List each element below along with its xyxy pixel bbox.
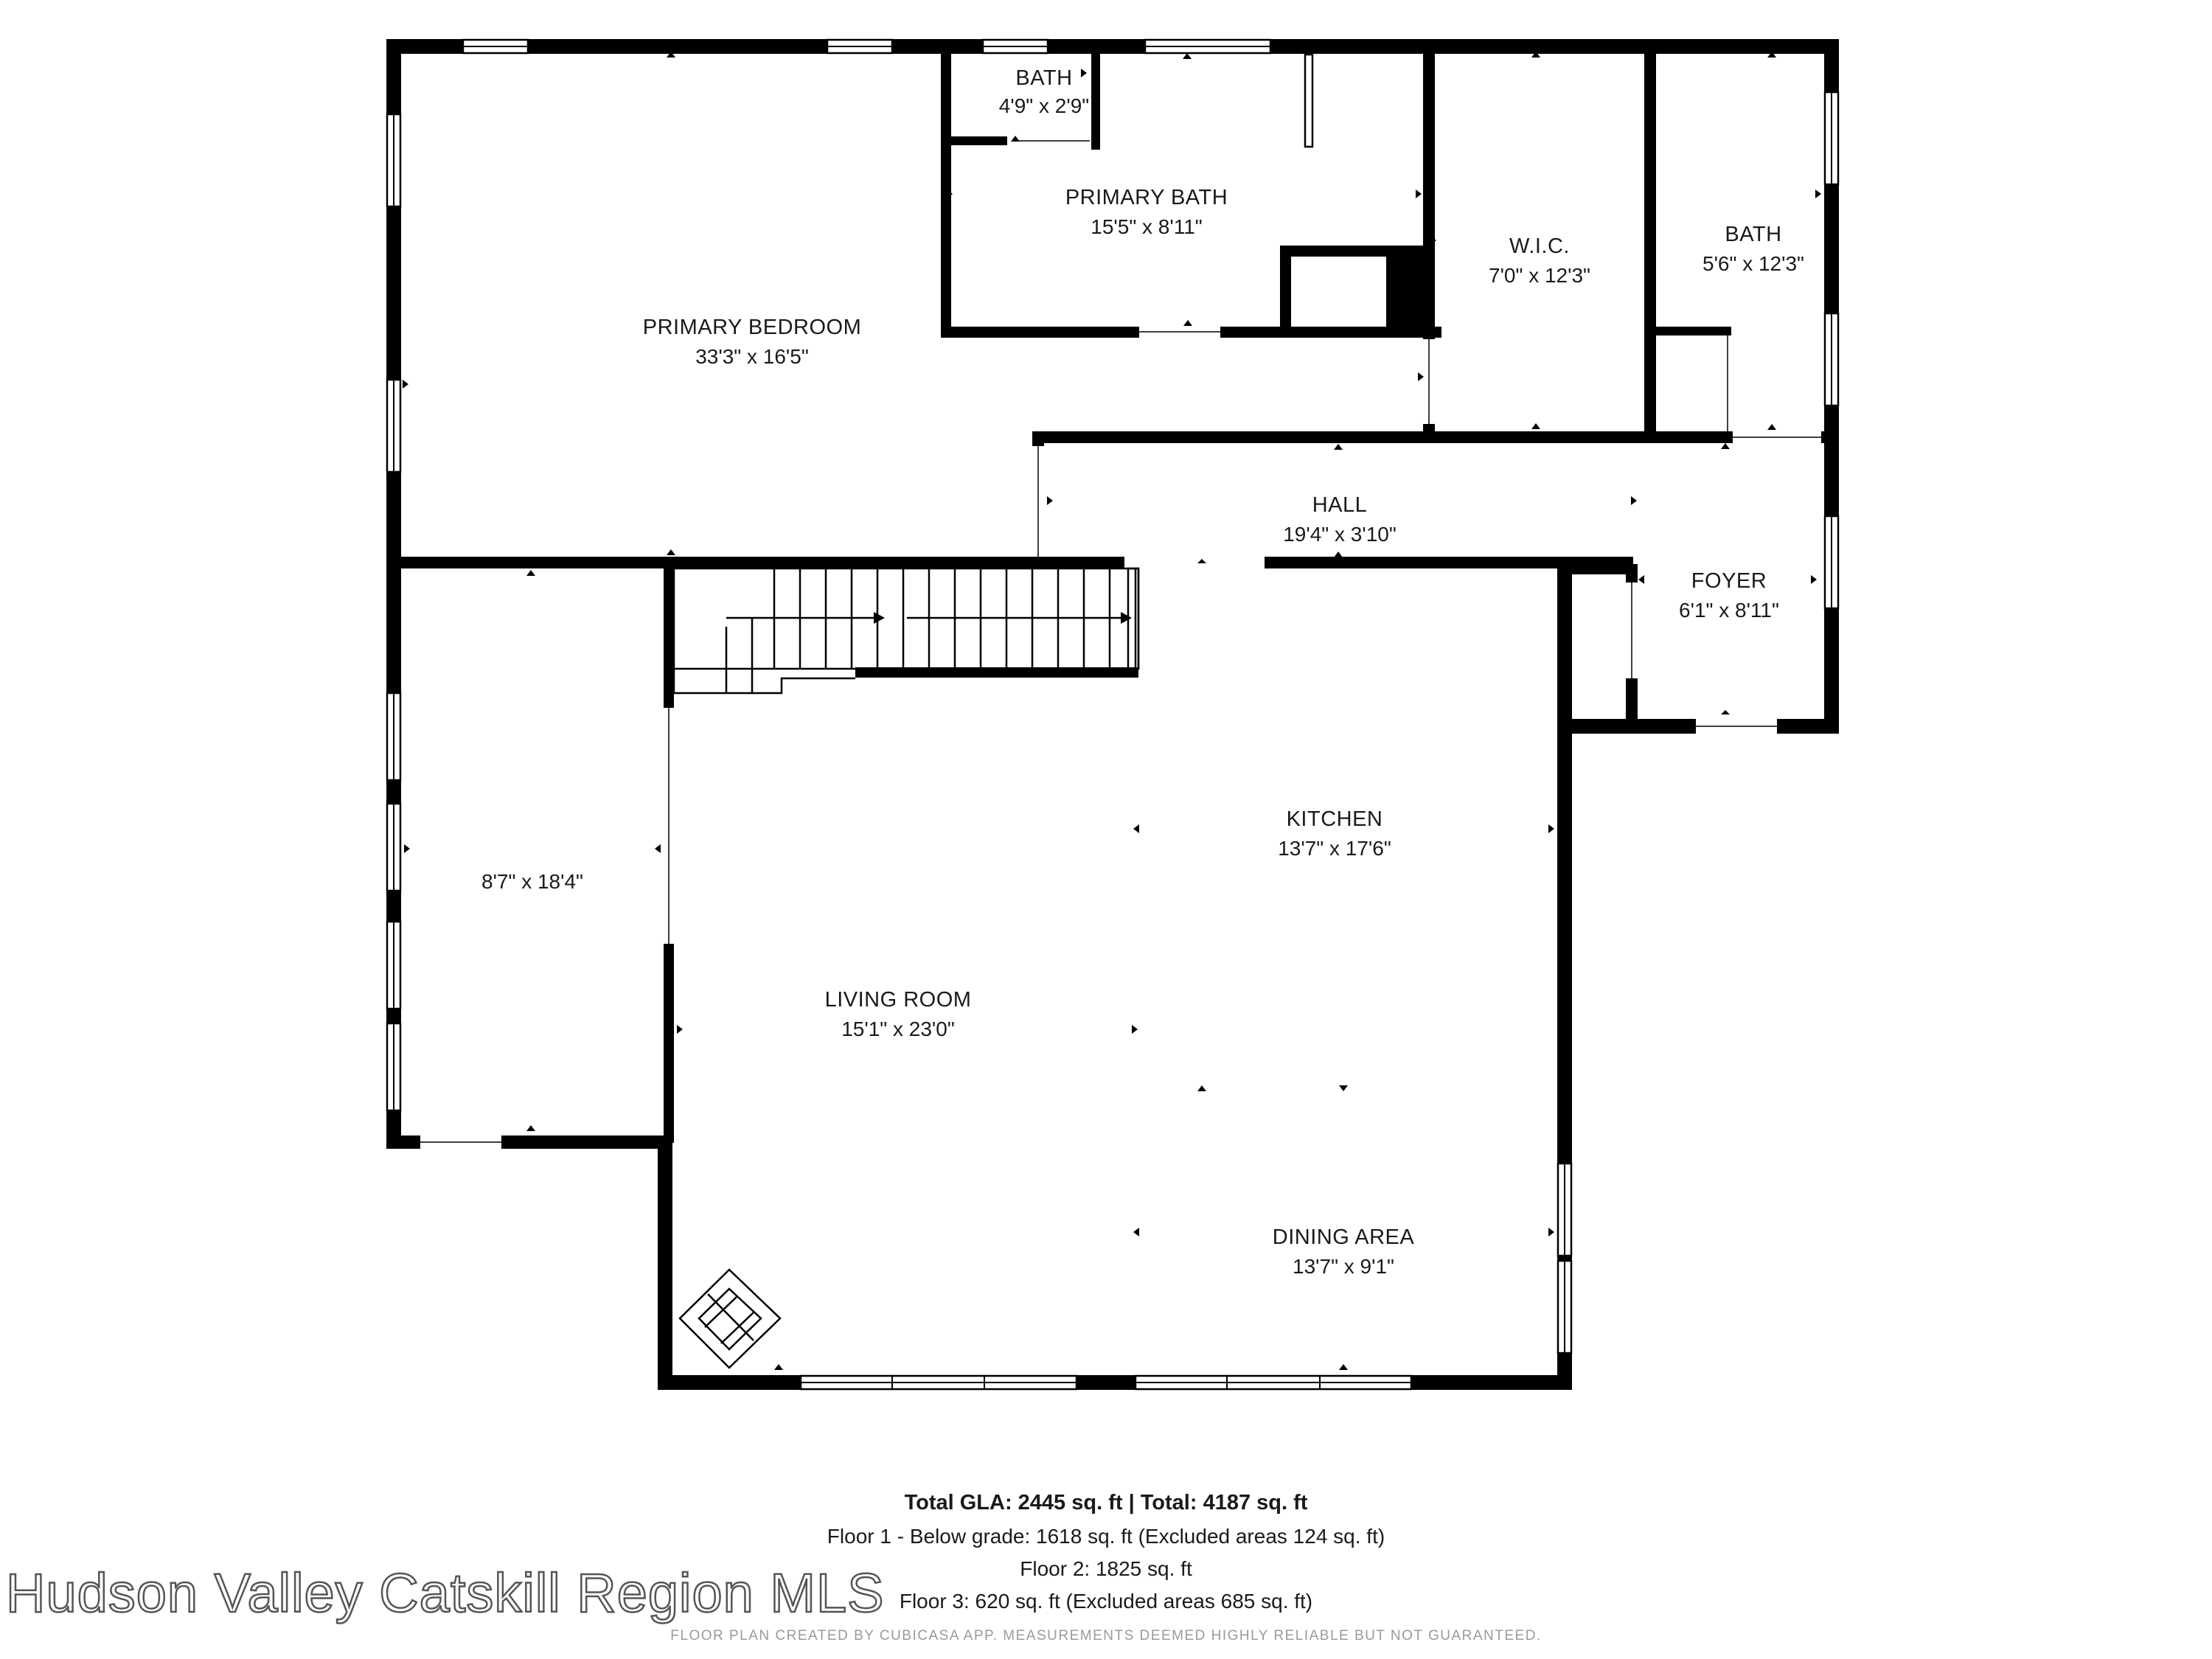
room-dimensions: 8'7" x 18'4" — [481, 870, 583, 893]
direction-markers — [403, 52, 1821, 1370]
walls — [386, 39, 1839, 1390]
room-name: HALL — [1312, 493, 1368, 517]
room-name: PRIMARY BEDROOM — [643, 316, 861, 339]
room-dimensions: 4'9" x 2'9" — [999, 94, 1089, 117]
disclaimer: FLOOR PLAN CREATED BY CUBICASA APP. MEAS… — [670, 1628, 1542, 1644]
room-name: BATH — [1015, 66, 1072, 90]
room-label-wic: W.I.C. 7'0" x 12'3" — [1489, 234, 1590, 287]
room-label-primary-bath: PRIMARY BATH 15'5" x 8'11" — [1065, 186, 1228, 238]
room-dimensions: 13'7" x 9'1" — [1293, 1255, 1394, 1278]
room-label-dining-area: DINING AREA 13'7" x 9'1" — [1273, 1225, 1415, 1278]
fireplace-icon — [678, 1268, 782, 1369]
area-floor-1: Floor 1 - Below grade: 1618 sq. ft (Excl… — [827, 1525, 1385, 1548]
room-label-hall: HALL 19'4" x 3'10" — [1283, 493, 1397, 546]
area-total: Total GLA: 2445 sq. ft | Total: 4187 sq.… — [904, 1491, 1308, 1514]
room-label-bath-small: BATH 4'9" x 2'9" — [999, 66, 1089, 117]
room-dimensions: 15'1" x 23'0" — [841, 1018, 955, 1040]
room-name: LIVING ROOM — [825, 988, 972, 1012]
area-floor-2: Floor 2: 1825 sq. ft — [1020, 1557, 1192, 1580]
room-label-kitchen: KITCHEN 13'7" x 17'6" — [1278, 807, 1391, 860]
room-name: PRIMARY BATH — [1065, 186, 1228, 209]
room-name: KITCHEN — [1287, 807, 1383, 831]
room-dimensions: 33'3" x 16'5" — [695, 345, 809, 368]
room-label-foyer: FOYER 6'1" x 8'11" — [1679, 569, 1779, 622]
door-openings — [420, 136, 1821, 1149]
room-dimensions: 13'7" x 17'6" — [1278, 837, 1391, 860]
room-dimensions: 6'1" x 8'11" — [1679, 599, 1779, 622]
staircase — [672, 567, 1140, 695]
room-dimensions: 5'6" x 12'3" — [1703, 252, 1804, 275]
room-dimensions: 7'0" x 12'3" — [1489, 264, 1590, 287]
mls-watermark: Hudson Valley Catskill Region MLS — [5, 1562, 885, 1625]
room-dimensions: 19'4" x 3'10" — [1283, 523, 1397, 546]
room-name: W.I.C. — [1509, 234, 1570, 258]
room-label-living-room: LIVING ROOM 15'1" x 23'0" — [825, 988, 972, 1040]
room-name: BATH — [1725, 223, 1781, 246]
room-label-bath-right: BATH 5'6" x 12'3" — [1703, 223, 1804, 275]
room-name: DINING AREA — [1273, 1225, 1415, 1249]
area-floor-3: Floor 3: 620 sq. ft (Excluded areas 685 … — [899, 1590, 1313, 1613]
room-label-primary-bedroom: PRIMARY BEDROOM 33'3" x 16'5" — [643, 316, 861, 368]
room-label-unnamed: 8'7" x 18'4" — [481, 870, 583, 893]
windows — [386, 38, 1840, 1391]
room-dimensions: 15'5" x 8'11" — [1091, 215, 1202, 238]
room-name: FOYER — [1691, 569, 1767, 593]
